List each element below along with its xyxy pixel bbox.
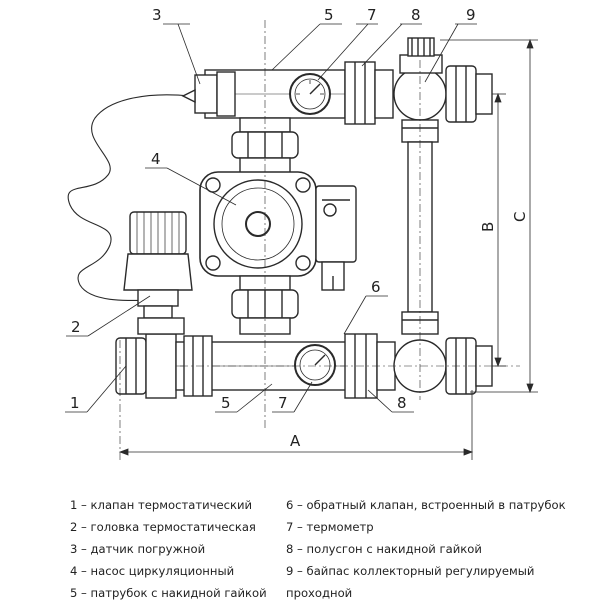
legend-item-9: 9 – байпас коллекторный регулируемый про… <box>286 564 535 600</box>
legend-item-4: 4 – насос циркуляционный <box>70 564 235 578</box>
top-pipe <box>181 61 394 125</box>
callout-8-top: 8 <box>411 6 421 24</box>
callout-9: 9 <box>466 6 476 24</box>
thermostatic-head <box>123 211 193 319</box>
legend-left-column: 1 – клапан термостатический 2 – головка … <box>70 494 267 604</box>
callout-6: 6 <box>371 278 381 296</box>
thermometer-top <box>289 73 331 115</box>
callout-4: 4 <box>151 150 161 168</box>
legend-item-2: 2 – головка термостатическая <box>70 520 256 534</box>
callout-8-bottom: 8 <box>397 394 407 412</box>
legend-item-5: 5 – патрубок с накидной гайкой <box>70 586 267 600</box>
thermostatic-valve <box>115 317 185 399</box>
callout-5-bottom: 5 <box>221 394 231 412</box>
legend-item-8: 8 – полусгон с накидной гайкой <box>286 542 482 556</box>
callout-5-top: 5 <box>324 6 334 24</box>
legend-item-7: 7 – термометр <box>286 520 374 534</box>
callout-1: 1 <box>70 394 80 412</box>
dimension-a-label: A <box>290 432 301 450</box>
legend-item-6: 6 – обратный клапан, встроенный в патруб… <box>286 498 566 512</box>
thermometer-bottom <box>294 344 336 386</box>
callout-2: 2 <box>71 318 81 336</box>
dimension-c-label: C <box>511 212 529 222</box>
legend-item-3: 3 – датчик погружной <box>70 542 206 556</box>
callout-7-top: 7 <box>367 6 377 24</box>
callout-7-bottom: 7 <box>278 394 288 412</box>
legend-item-1: 1 – клапан термостатический <box>70 498 253 512</box>
capillary-tube <box>67 94 191 302</box>
callout-3: 3 <box>152 6 162 24</box>
legend-right-column: 6 – обратный клапан, встроенный в патруб… <box>286 494 576 604</box>
dimension-b-label: B <box>479 222 497 232</box>
mixing-unit-diagram: 3 5 7 8 9 4 6 2 1 5 7 8 A B C <box>65 6 538 460</box>
circulation-pump <box>199 171 357 291</box>
